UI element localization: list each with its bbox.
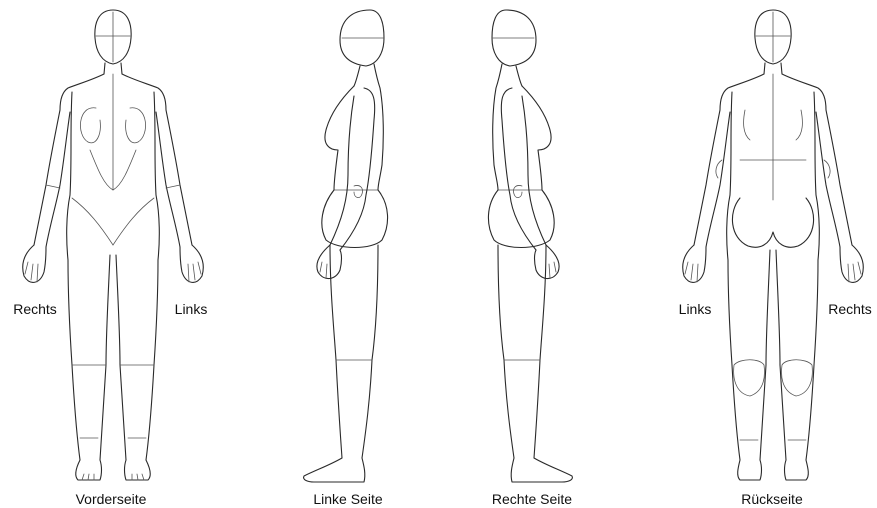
back-label-rechts: Rechts (828, 301, 872, 317)
left-side-caption: Linke Seite (313, 491, 382, 507)
front-label-links: Links (175, 301, 208, 317)
back-figure (683, 10, 864, 480)
right-side-caption: Rechte Seite (492, 491, 572, 507)
front-label-rechts: Rechts (13, 301, 57, 317)
front-figure (23, 10, 204, 480)
back-label-links: Links (679, 301, 712, 317)
back-caption: Rückseite (741, 491, 802, 507)
right-side-figure (488, 10, 572, 482)
left-side-figure (304, 10, 388, 482)
front-caption: Vorderseite (76, 491, 147, 507)
